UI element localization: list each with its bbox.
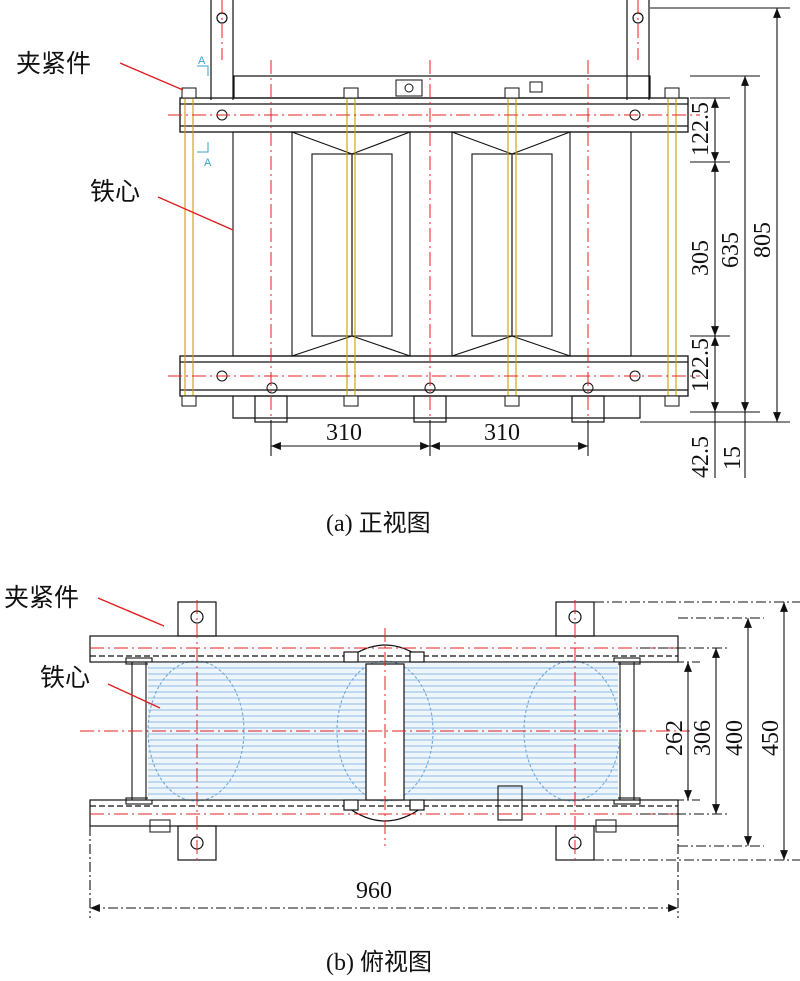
- section-marks: [197, 65, 209, 153]
- dim-960: 960: [356, 878, 392, 904]
- dim-805: 805: [750, 222, 776, 258]
- mounting-feet: [232, 395, 641, 423]
- front-view: A A 夹紧件 铁心 310 310: [16, 0, 790, 537]
- core-leader-top: [107, 683, 161, 709]
- dim-310-left: 310: [326, 420, 362, 446]
- top-clamp-lower: [89, 799, 679, 827]
- dim-15: 15: [720, 446, 746, 470]
- section-mark-bottom: A: [204, 157, 212, 169]
- top-view: 夹紧件 铁心 960 262 306 400: [4, 583, 800, 976]
- caption-front-view: (a) 正视图: [326, 510, 431, 537]
- caption-top-view: (b) 俯视图: [326, 949, 432, 976]
- clamp-studs: [184, 90, 677, 406]
- dim-450: 450: [758, 720, 784, 756]
- clamp-leader-top: [97, 597, 165, 627]
- front-centerlines: [168, 0, 700, 430]
- dim-305: 305: [688, 240, 714, 276]
- dim-widths: [594, 601, 800, 861]
- dim-262: 262: [662, 720, 688, 756]
- front-core: [232, 131, 632, 357]
- lifting-lug-left: [210, 0, 234, 100]
- dim-42-5: 42.5: [688, 436, 714, 478]
- dim-306: 306: [690, 720, 716, 756]
- core-label-front: 铁心: [90, 177, 140, 206]
- dim-310-right: 310: [484, 420, 520, 446]
- top-centerlines: [80, 600, 690, 862]
- dim-122-5-bottom: 122.5: [688, 338, 714, 392]
- dim-length: [89, 826, 679, 918]
- dim-122-5-top: 122.5: [688, 102, 714, 156]
- clamp-leader-front: [119, 62, 184, 91]
- dim-400: 400: [722, 720, 748, 756]
- clamp-label-front: 夹紧件: [16, 49, 91, 78]
- core-label-top: 铁心: [40, 663, 90, 692]
- core-leader-front: [157, 196, 234, 231]
- clamp-label-top: 夹紧件: [4, 583, 79, 612]
- dim-heights: [640, 7, 790, 478]
- section-mark-top: A: [198, 55, 206, 67]
- dim-635: 635: [718, 232, 744, 268]
- dim-bolt-spacing: [270, 420, 589, 456]
- top-clamp-upper: [89, 635, 679, 663]
